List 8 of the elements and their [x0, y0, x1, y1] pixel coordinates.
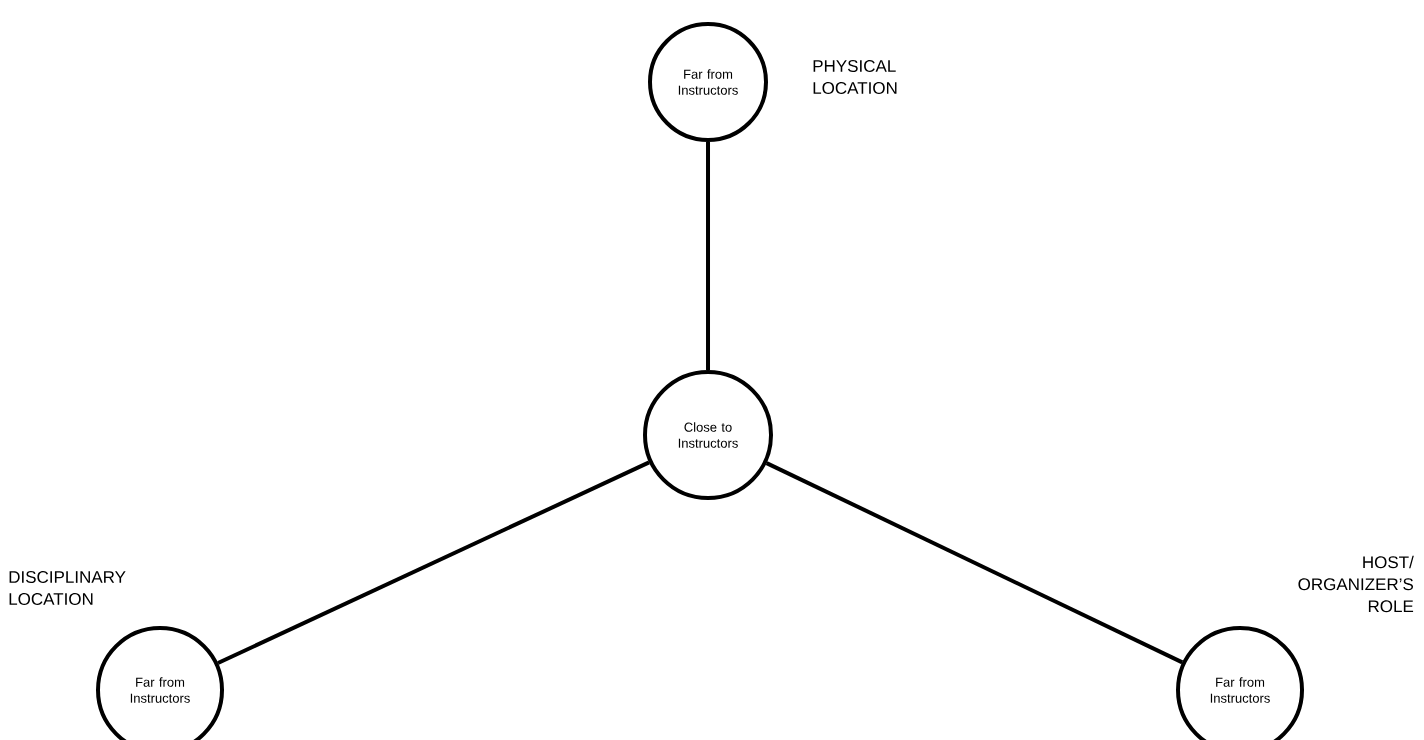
circle-node: Close to Instructors — [643, 370, 773, 500]
node-caption: PHYSICAL LOCATION — [813, 60, 897, 95]
circle-node: Far from Instructors — [648, 22, 768, 142]
connector-line — [765, 461, 1184, 665]
connector-line — [706, 142, 710, 370]
node-caption: DISCIPLINARY LOCATION — [9, 571, 126, 606]
node-caption: HOST/ ORGANIZER’S ROLE — [1298, 555, 1414, 613]
connector-line — [217, 460, 650, 665]
